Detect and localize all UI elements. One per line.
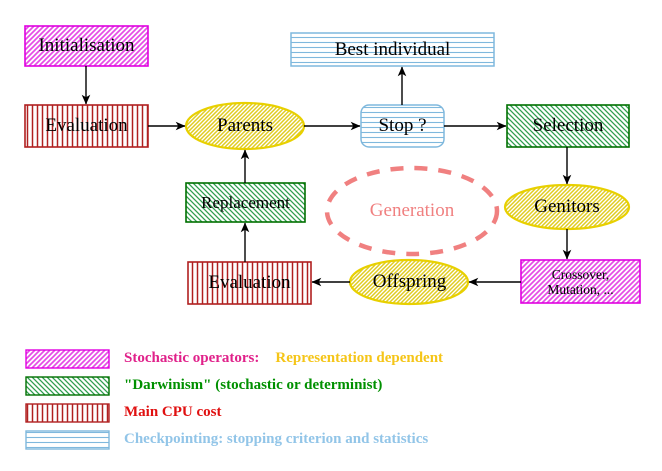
- node-generation-boundary: [324, 165, 500, 257]
- legend-swatch-blue-hline: [25, 430, 110, 450]
- node-stop[interactable]: [360, 104, 445, 148]
- node-selection[interactable]: [506, 104, 630, 148]
- legend-item-stochastic-operators: Stochastic operators: Representation depe…: [124, 350, 443, 367]
- legend-item-main-cpu-cost: Main CPU cost: [124, 404, 222, 420]
- node-evaluation-top[interactable]: [24, 104, 149, 148]
- node-initialisation[interactable]: [24, 25, 149, 67]
- legend-item-darwinism: "Darwinism" (stochastic or determinist): [124, 377, 383, 393]
- node-best-individual[interactable]: [290, 32, 495, 67]
- node-genitors[interactable]: [503, 183, 631, 231]
- legend-swatch-magenta-hatch: [25, 349, 110, 369]
- node-evaluation-bottom[interactable]: [187, 261, 312, 305]
- legend-item-checkpointing: Checkpointing: stopping criterion and st…: [124, 431, 429, 447]
- legend-label-stochastic-operators: Stochastic operators:: [124, 350, 260, 366]
- node-parents[interactable]: [184, 101, 306, 151]
- legend-swatch-green-hatch: [25, 376, 110, 396]
- node-replacement[interactable]: [185, 182, 306, 223]
- node-offspring[interactable]: [348, 258, 470, 306]
- node-crossover-mutation[interactable]: [520, 259, 641, 304]
- legend-label-representation-dependent: Representation dependent: [275, 350, 444, 366]
- legend-swatch-red-vline: [25, 403, 110, 423]
